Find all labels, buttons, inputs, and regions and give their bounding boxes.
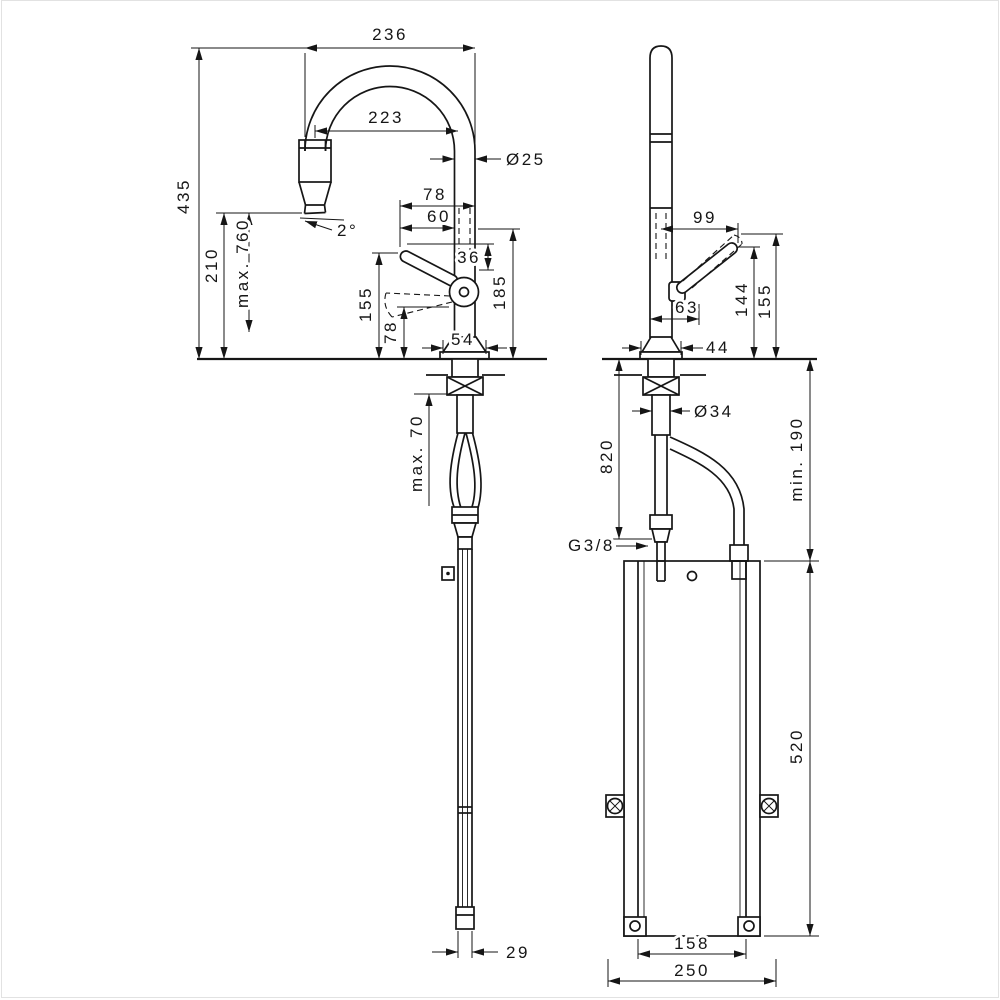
bracket-foot-left bbox=[623, 916, 647, 937]
dim-max-deck-thickness-label: max. 70 bbox=[407, 414, 426, 492]
dim-handle-drop-label: 36 bbox=[457, 248, 481, 267]
gooseneck-spout bbox=[304, 65, 476, 338]
pull-out-hose bbox=[441, 549, 475, 930]
dim-handle-height-outer-label: 155 bbox=[755, 283, 774, 319]
mounting-bracket bbox=[605, 560, 779, 937]
base-escutcheon-side bbox=[639, 336, 683, 360]
dim-spout-width-top-label: 236 bbox=[372, 25, 408, 44]
spray-head bbox=[298, 139, 345, 221]
dim-handle-projection-label: 99 bbox=[693, 208, 717, 227]
mounting-shank-side bbox=[642, 358, 680, 436]
countertop-side bbox=[602, 357, 817, 376]
dim-total-height-label: 435 bbox=[174, 178, 193, 214]
bracket-hole bbox=[686, 570, 698, 582]
handle-pivot bbox=[448, 276, 480, 308]
dim-outlet-height-label: 210 bbox=[202, 247, 221, 283]
dim-spray-angle-label: 2° bbox=[337, 221, 358, 240]
handle-lever-front bbox=[384, 250, 480, 318]
dim-handle-height-inner-label: 144 bbox=[732, 281, 751, 317]
dim-bracket-overall-width-label: 250 bbox=[674, 961, 710, 980]
dim-spout-width-inner-label: 223 bbox=[368, 108, 404, 127]
handle-lever-side bbox=[668, 234, 743, 302]
side-dimensions: 99 144 155 63 44 Ø34 820 G3/8 min. 190 bbox=[565, 205, 819, 987]
dim-hose-thread-label: G3/8 bbox=[568, 536, 615, 555]
bracket-lug-right bbox=[759, 794, 779, 818]
dim-hose-length-label: 820 bbox=[597, 438, 616, 474]
dim-handle-reach-upper-label: 78 bbox=[423, 185, 447, 204]
supply-hoses-side bbox=[649, 435, 749, 562]
pipe-side bbox=[649, 45, 673, 338]
dim-min-clearance-label: min. 190 bbox=[787, 416, 806, 501]
dim-handle-height-label: 155 bbox=[356, 286, 375, 322]
faucet-side-view bbox=[602, 45, 817, 937]
bracket-foot-right bbox=[737, 916, 761, 937]
dim-bracket-height-label: 520 bbox=[787, 728, 806, 764]
dim-max-outlet-height-label: max. 760 bbox=[233, 218, 252, 308]
dim-hose-width-label: 29 bbox=[506, 943, 530, 962]
dim-shank-diameter-label: Ø34 bbox=[694, 402, 734, 421]
faucet-front-view bbox=[197, 65, 547, 930]
countertop-front bbox=[197, 357, 547, 376]
dim-base-clearance-label: 78 bbox=[381, 320, 400, 344]
bracket-lug-left bbox=[605, 794, 625, 818]
dim-base-width-label: 54 bbox=[451, 330, 475, 349]
dim-bracket-inner-width-label: 158 bbox=[674, 934, 710, 953]
dim-spout-diameter-label: Ø25 bbox=[506, 150, 546, 169]
hose-clip bbox=[441, 566, 455, 581]
dim-base-depth-label: 44 bbox=[706, 338, 730, 357]
supply-hoses-front bbox=[449, 432, 482, 550]
dim-body-height-label: 185 bbox=[490, 274, 509, 310]
front-dimensions: 435 236 223 Ø25 210 max. 760 2° 78 60 3 bbox=[171, 22, 546, 965]
dim-handle-offset-label: 63 bbox=[675, 298, 699, 317]
mounting-shank-front bbox=[446, 358, 484, 434]
dim-handle-reach-lower-label: 60 bbox=[427, 207, 451, 226]
